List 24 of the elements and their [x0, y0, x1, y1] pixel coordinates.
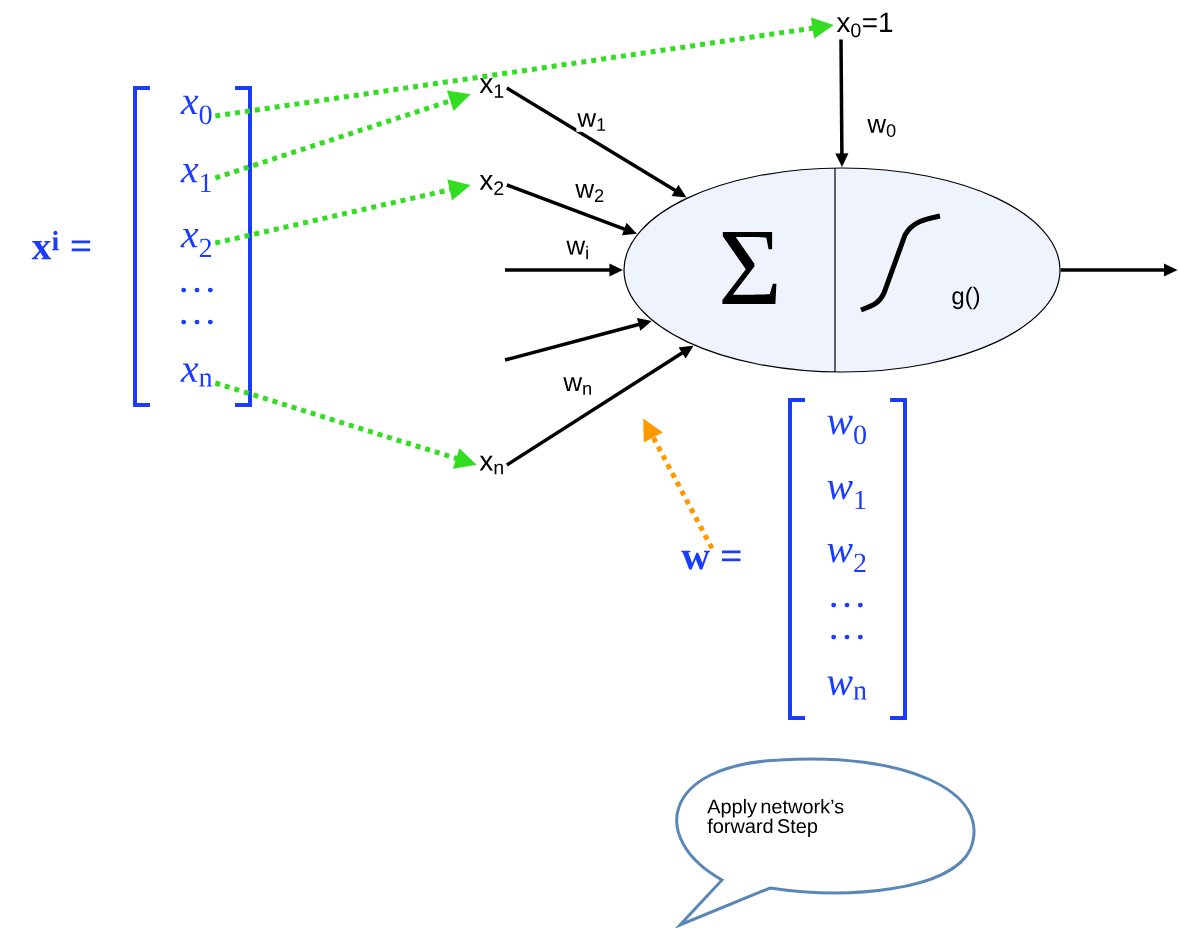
- vector-entry: w$_{2}$: [827, 543, 866, 573]
- vector-entry: …: [181, 287, 213, 293]
- vector-symbol: w =: [681, 550, 741, 570]
- input-label: x$_{n}$: [479, 455, 503, 475]
- vector-entry: …: [831, 634, 863, 640]
- vector-entry: x$_{2}$: [180, 228, 212, 258]
- edge-label: w$_{n}$: [562, 376, 594, 396]
- vector-entry: …: [831, 602, 863, 608]
- edge-label: w$_{i}$: [565, 239, 591, 261]
- edge-label: w$_{2}$: [574, 183, 606, 203]
- vector-entry: w$_{0}$: [827, 415, 866, 445]
- vector-entry: …: [181, 319, 213, 325]
- edge-label: w$_{0}$: [866, 118, 898, 138]
- vector-entry: x$_{1}$: [180, 163, 211, 193]
- vector-entry: w$_{n}$: [827, 676, 867, 700]
- input-label: x$_{0}$=1: [836, 12, 893, 38]
- vector-entry: w$_{1}$: [827, 480, 866, 510]
- vector-entry: x$_{n}$: [180, 363, 213, 387]
- input-label: x$_{2}$: [479, 175, 504, 195]
- edge-label: w$_{1}$: [576, 112, 608, 132]
- vector-symbol: x$^{i}$ =: [31, 230, 91, 260]
- vector-entry: x$_{0}$: [180, 95, 212, 125]
- input-label: x$_{1}$: [479, 78, 504, 98]
- speech-bubble: Apply network’s forward Step: [675, 757, 976, 927]
